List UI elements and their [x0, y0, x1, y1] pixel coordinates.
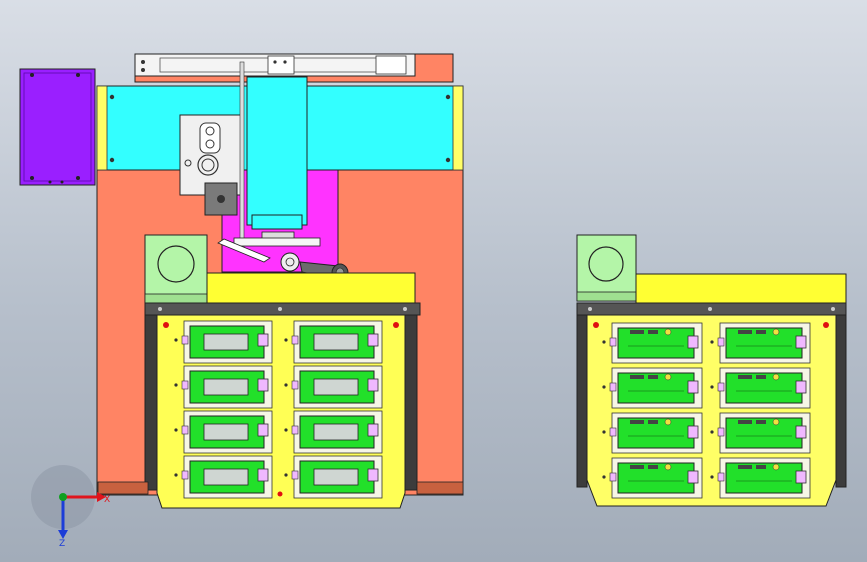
spindle-body [246, 76, 308, 243]
triad-x-label: X [104, 495, 110, 505]
side-plate [179, 114, 243, 216]
pcb-slot [284, 455, 383, 499]
pcb-slot [284, 365, 383, 409]
motor-box [19, 68, 96, 186]
main-pcb-slots [174, 320, 383, 499]
pcb-slot [602, 367, 703, 409]
secondary-tray-assembly [576, 234, 847, 507]
main-tray [97, 272, 464, 509]
pcb-slot [174, 365, 273, 409]
secondary-bracket [576, 234, 637, 302]
pcb-slot [284, 320, 383, 364]
pcb-slot [174, 320, 273, 364]
pcb-slot [602, 322, 703, 364]
secondary-pcb-slots [602, 322, 811, 499]
pcb-slot [710, 412, 811, 454]
pcb-slot [284, 410, 383, 454]
pcb-slot [710, 322, 811, 364]
pcb-slot [710, 457, 811, 499]
pcb-slot [174, 455, 273, 499]
main-machine-assembly [19, 53, 464, 509]
pcb-slot [710, 367, 811, 409]
vertical-rod [239, 61, 245, 253]
pcb-slot [602, 412, 703, 454]
triad-z-label: Z [59, 539, 65, 549]
light-green-bracket [144, 234, 208, 304]
pcb-slot [174, 410, 273, 454]
top-linear-rail [134, 53, 454, 83]
pcb-slot [602, 457, 703, 499]
coordinate-triad: X Z [31, 465, 110, 549]
